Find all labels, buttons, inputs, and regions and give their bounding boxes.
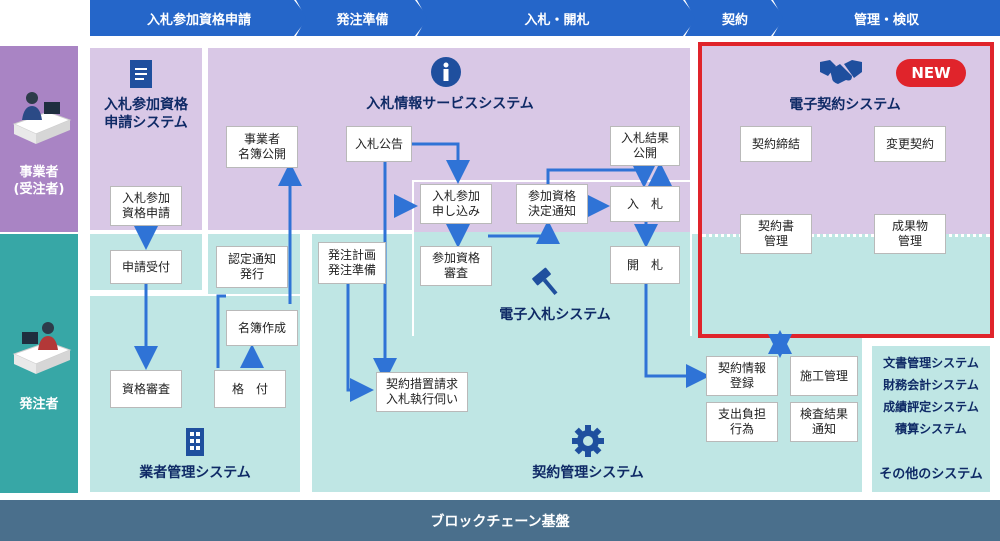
gavel-icon	[532, 267, 558, 296]
gear-icon	[572, 425, 604, 457]
box-contract-change: 変更契約	[874, 126, 946, 162]
box-bid-entry: 入札参加 申し込み	[420, 184, 492, 224]
box-deliverable: 成果物 管理	[874, 214, 946, 254]
other-system-estimate: 積算システム	[895, 422, 967, 436]
box-contract-request: 契約措置請求 入札執行伺い	[376, 372, 468, 412]
qualification-system-title: 入札参加資格 申請システム	[104, 97, 188, 131]
box-vendor-publish: 事業者 名簿公開	[226, 126, 298, 168]
info-icon	[431, 57, 461, 87]
box-cert-notice: 認定通知 発行	[216, 246, 288, 288]
orderer-person-icon	[12, 322, 72, 374]
box-contract-sign: 契約締結	[740, 126, 812, 162]
box-bid-apply: 入札参加 資格申請	[110, 186, 182, 226]
box-list-create: 名簿作成	[226, 310, 298, 346]
box-bid: 入 札	[610, 186, 680, 222]
box-qual-review: 資格審査	[110, 370, 182, 408]
box-bid-announce: 入札公告	[346, 126, 412, 162]
new-badge: NEW	[896, 59, 966, 87]
box-bid-result-publish: 入札結果 公開	[610, 126, 680, 166]
box-qual-check: 参加資格 審査	[420, 246, 492, 286]
handshake-icon	[820, 60, 862, 84]
box-inspection: 検査結果 通知	[790, 402, 858, 442]
e-bid-system-title: 電子入札システム	[499, 307, 611, 323]
building-icon	[186, 428, 204, 456]
box-opening: 開 札	[610, 246, 680, 284]
orderer-label: 発注者	[19, 397, 59, 412]
box-expense: 支出負担 行為	[706, 402, 778, 442]
box-rating: 格 付	[214, 370, 286, 408]
other-system-evaluation: 成績評定システム	[883, 400, 979, 414]
other-systems-list: 文書管理システム 財務会計システム 成績評定システム 積算システム	[872, 352, 990, 440]
box-app-receive: 申請受付	[110, 250, 182, 284]
blockchain-footer: ブロックチェーン基盤	[0, 500, 1000, 541]
box-contract-doc: 契約書 管理	[740, 214, 812, 254]
bid-info-system-title: 入札情報サービスシステム	[366, 96, 534, 112]
document-icon	[130, 60, 152, 88]
other-system-finance: 財務会計システム	[883, 378, 979, 392]
contractor-person-icon	[12, 92, 72, 144]
process-step-order-prep: 発注準備	[296, 0, 429, 36]
e-contract-system-title: 電子契約システム	[789, 97, 901, 113]
box-qual-decision: 参加資格 決定通知	[516, 184, 588, 224]
process-step-management: 管理・検収	[773, 0, 1000, 36]
contract-mgmt-title: 契約管理システム	[532, 465, 644, 481]
box-construction: 施工管理	[790, 356, 858, 396]
contractor-label: 事業者 (受注者)	[13, 165, 65, 197]
process-step-qualification: 入札参加資格申請	[90, 0, 308, 36]
other-systems-panel	[870, 344, 992, 494]
other-system-document: 文書管理システム	[883, 356, 979, 370]
other-systems-title: その他のシステム	[879, 467, 983, 482]
vendor-mgmt-title: 業者管理システム	[139, 465, 251, 481]
process-step-bid-opening: 入札・開札	[417, 0, 697, 36]
box-contract-register: 契約情報 登録	[706, 356, 778, 396]
box-order-plan: 発注計画 発注準備	[318, 242, 386, 284]
process-step-contract: 契約	[685, 0, 785, 36]
